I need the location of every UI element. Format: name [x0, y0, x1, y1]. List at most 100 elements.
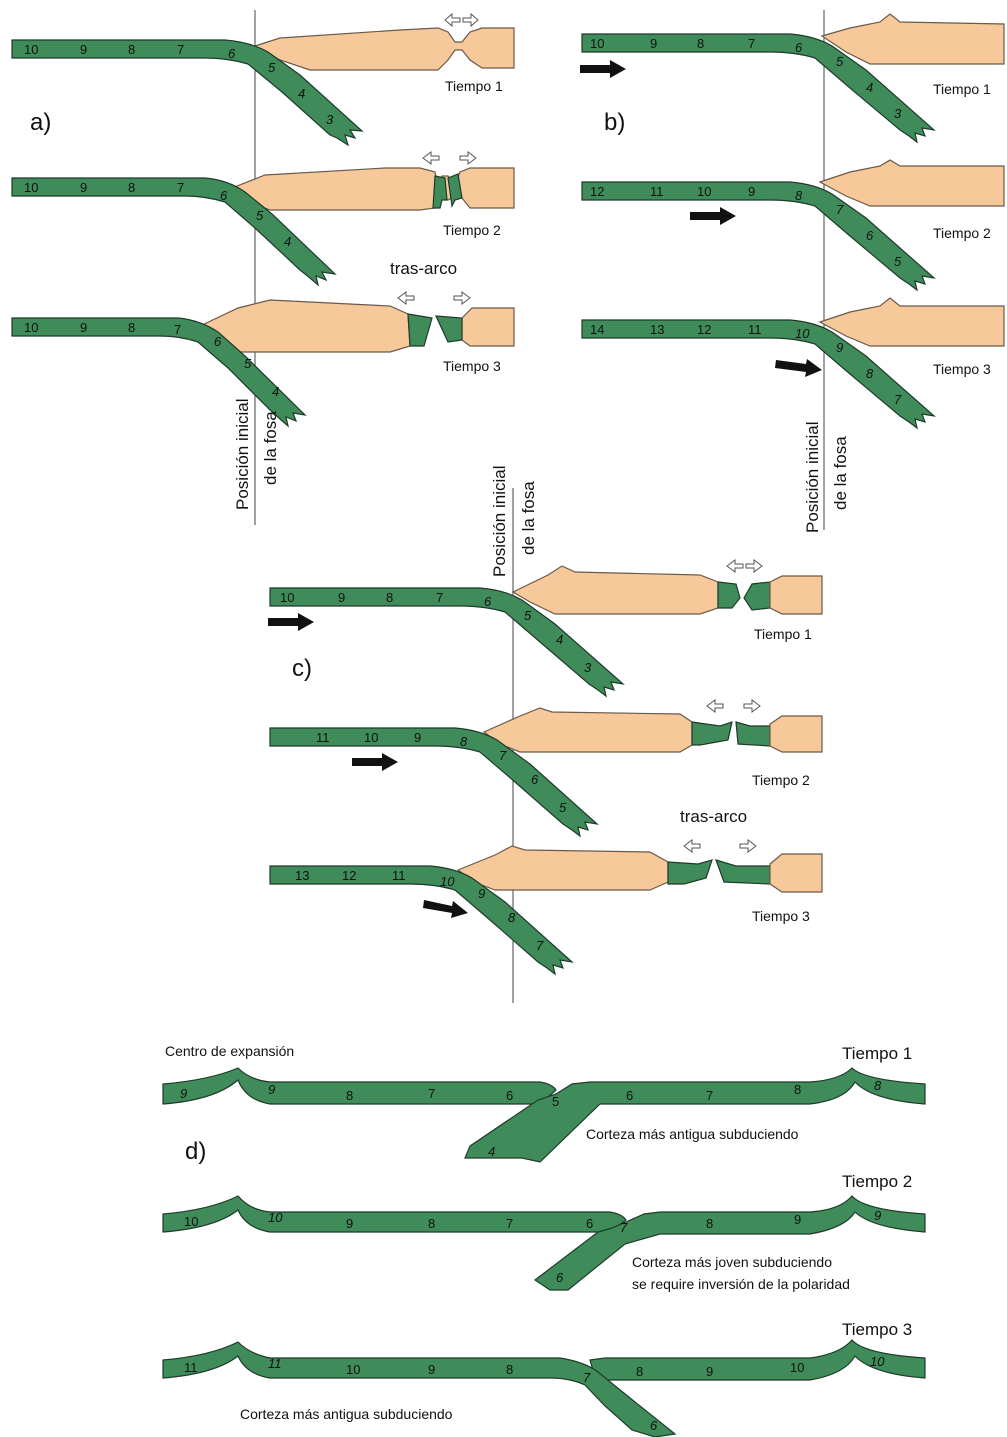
segment-number: 10: [24, 180, 38, 195]
segment-number: 7: [706, 1088, 713, 1103]
caption-younger-crust: Corteza más joven subduciendo: [632, 1254, 832, 1270]
segment-number: 4: [556, 632, 563, 647]
segment-number: 5: [559, 800, 567, 815]
backarc-crust: [736, 722, 770, 746]
extension-arrow-right: [746, 560, 762, 572]
extension-arrow-right: [454, 292, 470, 304]
backarc-crust: [433, 176, 447, 208]
extension-arrow-right: [463, 14, 478, 26]
backarc-crust: [716, 860, 770, 884]
segment-number: 4: [488, 1144, 495, 1159]
segment-number: 3: [894, 106, 902, 121]
segment-number: 11: [268, 1356, 282, 1371]
segment-number: 8: [508, 910, 516, 925]
segment-number: 8: [428, 1216, 435, 1231]
segment-number: 6: [484, 594, 492, 609]
segment-number: 6: [586, 1216, 593, 1231]
segment-number: 8: [128, 320, 135, 335]
trench-label-line-2: de la fosa: [519, 481, 538, 555]
overriding-plate: [822, 14, 1004, 64]
segment-number: 10: [790, 1360, 804, 1375]
panel-b-label: b): [604, 109, 625, 136]
segment-number: 7: [436, 590, 443, 605]
segment-number: 7: [428, 1086, 435, 1101]
segment-number: 10: [440, 874, 455, 889]
backarc-crust: [436, 316, 462, 342]
time-label: Tiempo 3: [443, 358, 501, 374]
extension-arrow-left: [398, 292, 414, 304]
extension-arrow-left: [445, 14, 460, 26]
segment-number: 8: [697, 36, 704, 51]
segment-number: 6: [556, 1270, 564, 1285]
extension-arrow-left: [727, 560, 743, 572]
overriding-plate: [513, 566, 718, 614]
segment-number: 13: [650, 322, 664, 337]
segment-number: 10: [346, 1362, 360, 1377]
segment-number: 7: [836, 202, 844, 217]
time-label: Tiempo 1: [445, 78, 503, 94]
backarc-label: tras-arco: [390, 259, 457, 278]
segment-number: 9: [80, 42, 87, 57]
trench-label-line-1: Posición inicial: [803, 422, 822, 534]
backarc-crust: [408, 314, 432, 346]
segment-number: 9: [268, 1082, 275, 1097]
overriding-plate: [232, 168, 514, 210]
overriding-plate: [458, 846, 668, 890]
backarc-crust: [692, 722, 732, 745]
segment-number: 6: [220, 188, 228, 203]
segment-number: 9: [180, 1086, 187, 1101]
segment-number: 8: [706, 1216, 713, 1231]
motion-arrow: [775, 359, 822, 377]
segment-number: 7: [620, 1220, 628, 1235]
overriding-plate-remnant: [770, 716, 822, 752]
segment-number: 5: [256, 208, 264, 223]
overriding-plate-remnant: [462, 308, 514, 346]
caption-older-crust: Corteza más antigua subduciendo: [240, 1406, 453, 1422]
panel-b-time-1: 10 9 8 7 6 5 4 3 Tiempo 1: [580, 14, 1004, 142]
segment-number: 9: [836, 340, 843, 355]
segment-number: 5: [268, 60, 276, 75]
oceanic-plate-left: [163, 1342, 675, 1437]
motion-arrow: [580, 60, 626, 78]
oceanic-plate-left: [163, 1068, 556, 1104]
time-label: Tiempo 2: [443, 222, 501, 238]
segment-number: 6: [626, 1088, 633, 1103]
segment-number: 8: [794, 1082, 801, 1097]
segment-number: 9: [478, 886, 485, 901]
panel-c-label: c): [292, 655, 312, 682]
segment-number: 11: [184, 1360, 198, 1375]
segment-number: 10: [24, 320, 38, 335]
extension-arrow-left: [707, 700, 723, 712]
segment-number: 9: [414, 730, 421, 745]
panel-c-time-1: 10 9 8 7 6 5 4 3 Tiempo 1: [268, 560, 822, 696]
panel-d-time-2: Tiempo 2 10 10 9 8 7 6 7 6 8 9 9 Corteza…: [163, 1172, 925, 1292]
extension-arrow-left: [423, 152, 439, 164]
segment-number: 10: [697, 184, 711, 199]
segment-number: 9: [794, 1212, 801, 1227]
segment-number: 9: [80, 180, 87, 195]
backarc-label: tras-arco: [680, 807, 747, 826]
segment-number: 9: [338, 590, 345, 605]
segment-number: 11: [316, 730, 330, 745]
overriding-plate: [820, 160, 1004, 206]
segment-number: 8: [346, 1088, 353, 1103]
segment-number: 4: [284, 234, 291, 249]
motion-arrow: [423, 900, 468, 918]
segment-number: 10: [280, 590, 294, 605]
segment-number: 7: [583, 1370, 591, 1385]
segment-number: 8: [128, 180, 135, 195]
segment-number: 5: [524, 608, 532, 623]
overriding-plate-remnant: [770, 576, 822, 614]
segment-number: 10: [364, 730, 378, 745]
time-label: Tiempo 1: [933, 81, 991, 97]
time-label: Tiempo 1: [842, 1044, 912, 1063]
segment-number: 9: [428, 1362, 435, 1377]
panel-d-time-3: Tiempo 3 11 11 10 9 8 7 6 8 9 10 10 Cort…: [163, 1320, 925, 1437]
time-label: Tiempo 2: [752, 772, 810, 788]
segment-number: 8: [128, 42, 135, 57]
segment-number: 5: [552, 1094, 559, 1109]
segment-number: 8: [506, 1362, 513, 1377]
overriding-plate: [484, 708, 692, 752]
segment-number: 10: [184, 1214, 198, 1229]
caption-polarity-reversal: se require inversión de la polaridad: [632, 1276, 850, 1292]
